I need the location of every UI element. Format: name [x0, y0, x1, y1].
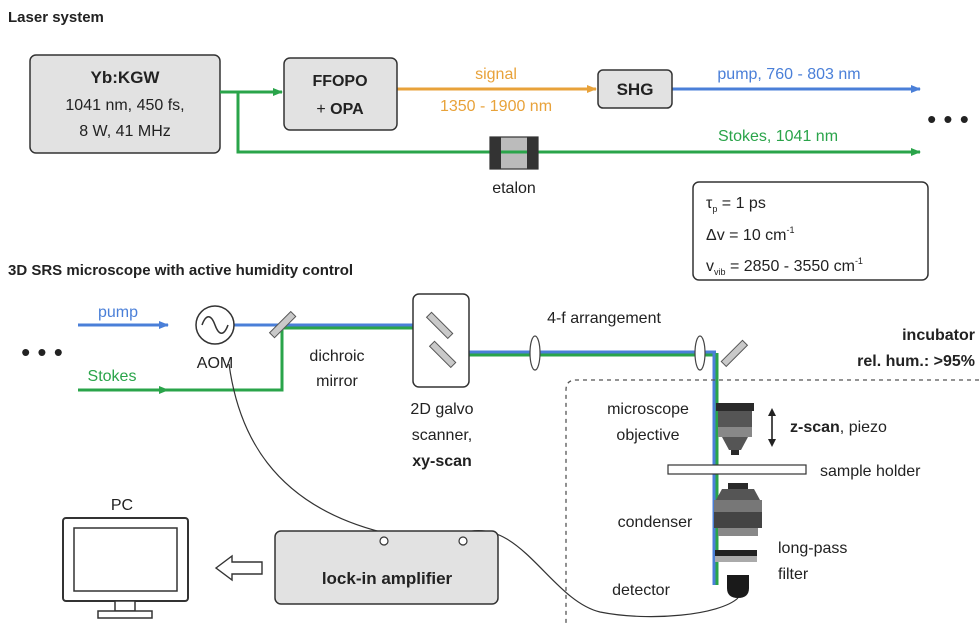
lens-2: [694, 335, 706, 371]
laser-spec-2: 8 W, 41 MHz: [79, 123, 171, 140]
folding-mirror: [720, 339, 749, 368]
lock-in-amplifier: lock-in amplifier: [274, 530, 499, 605]
shg-label: SHG: [617, 80, 654, 99]
ellipsis-right: • • •: [927, 104, 969, 134]
signal-range: 1350 - 1900 nm: [440, 98, 552, 115]
aom-label: AOM: [197, 355, 233, 372]
dichroic-label-1: dichroic: [309, 348, 364, 365]
dichroic-label-2: mirror: [316, 373, 358, 390]
laser-spec-1: 1041 nm, 450 fs,: [65, 97, 184, 114]
etalon-label: etalon: [492, 180, 536, 197]
filter-label-2: filter: [778, 566, 809, 583]
galvo-scanner: [412, 293, 470, 388]
laser-section-title: Laser system: [8, 9, 104, 26]
laser-beam-paths: [220, 85, 921, 156]
laser-source-box: Yb:KGW 1041 nm, 450 fs, 8 W, 41 MHz: [29, 54, 221, 154]
aom-cable: [228, 363, 386, 534]
pc-monitor: [62, 517, 189, 619]
four-f-label: 4-f arrangement: [547, 310, 661, 327]
pump-input-label: pump: [98, 304, 138, 321]
lens-1: [529, 335, 541, 371]
condenser-label: condenser: [618, 514, 693, 531]
objective-label-1: microscope: [607, 401, 689, 418]
sample-holder-label: sample holder: [820, 463, 921, 480]
pump-output-label: pump, 760 - 803 nm: [717, 66, 860, 83]
objective-label-2: objective: [616, 427, 679, 444]
incubator-label: incubator: [902, 327, 975, 344]
lock-in-label: lock-in amplifier: [322, 569, 453, 588]
sample-holder: [667, 464, 807, 475]
galvo-label-2: scanner,: [412, 427, 472, 444]
stokes-output-label: Stokes, 1041 nm: [718, 128, 838, 145]
dichroic-mirror: [268, 310, 297, 339]
galvo-label-3: xy-scan: [412, 453, 472, 470]
vibrational-range: vvib = 2850 - 3550 cm-1: [706, 256, 863, 277]
detector-cable: [462, 530, 739, 618]
laser-name: Yb:KGW: [91, 68, 161, 87]
opa-label: + OPA: [316, 101, 364, 118]
galvo-label-1: 2D galvo: [410, 401, 473, 418]
microscope-objective: [716, 403, 754, 455]
pulse-parameters-box: τp = 1 ps Δv = 10 cm-1 vvib = 2850 - 355…: [692, 181, 929, 281]
ffopo-label: FFOPO: [312, 73, 367, 90]
microscope-section-title: 3D SRS microscope with active humidity c…: [8, 262, 353, 279]
filter-label-1: long-pass: [778, 540, 847, 557]
pc-label: PC: [111, 497, 133, 514]
shg-box: SHG: [597, 69, 673, 109]
ffopo-opa-box: FFOPO + OPA: [283, 57, 398, 131]
long-pass-filter: [715, 550, 757, 562]
z-scan-label: z-scan, piezo: [790, 419, 887, 436]
incubator-enclosure: [565, 379, 979, 626]
aom: [195, 305, 235, 345]
signal-label: signal: [475, 66, 517, 83]
etalon: [489, 136, 539, 170]
humidity-label: rel. hum.: >95%: [857, 353, 975, 370]
spectral-resolution: Δv = 10 cm-1: [706, 225, 795, 244]
condenser: [714, 483, 762, 536]
ellipsis-left: • • •: [21, 337, 63, 367]
detector-label: detector: [612, 582, 670, 599]
microscope-beam-paths: [78, 321, 719, 585]
detector: [727, 575, 749, 598]
pulse-duration: τp = 1 ps: [706, 195, 766, 214]
data-arrow: [214, 554, 263, 582]
stokes-input-label: Stokes: [88, 368, 137, 385]
